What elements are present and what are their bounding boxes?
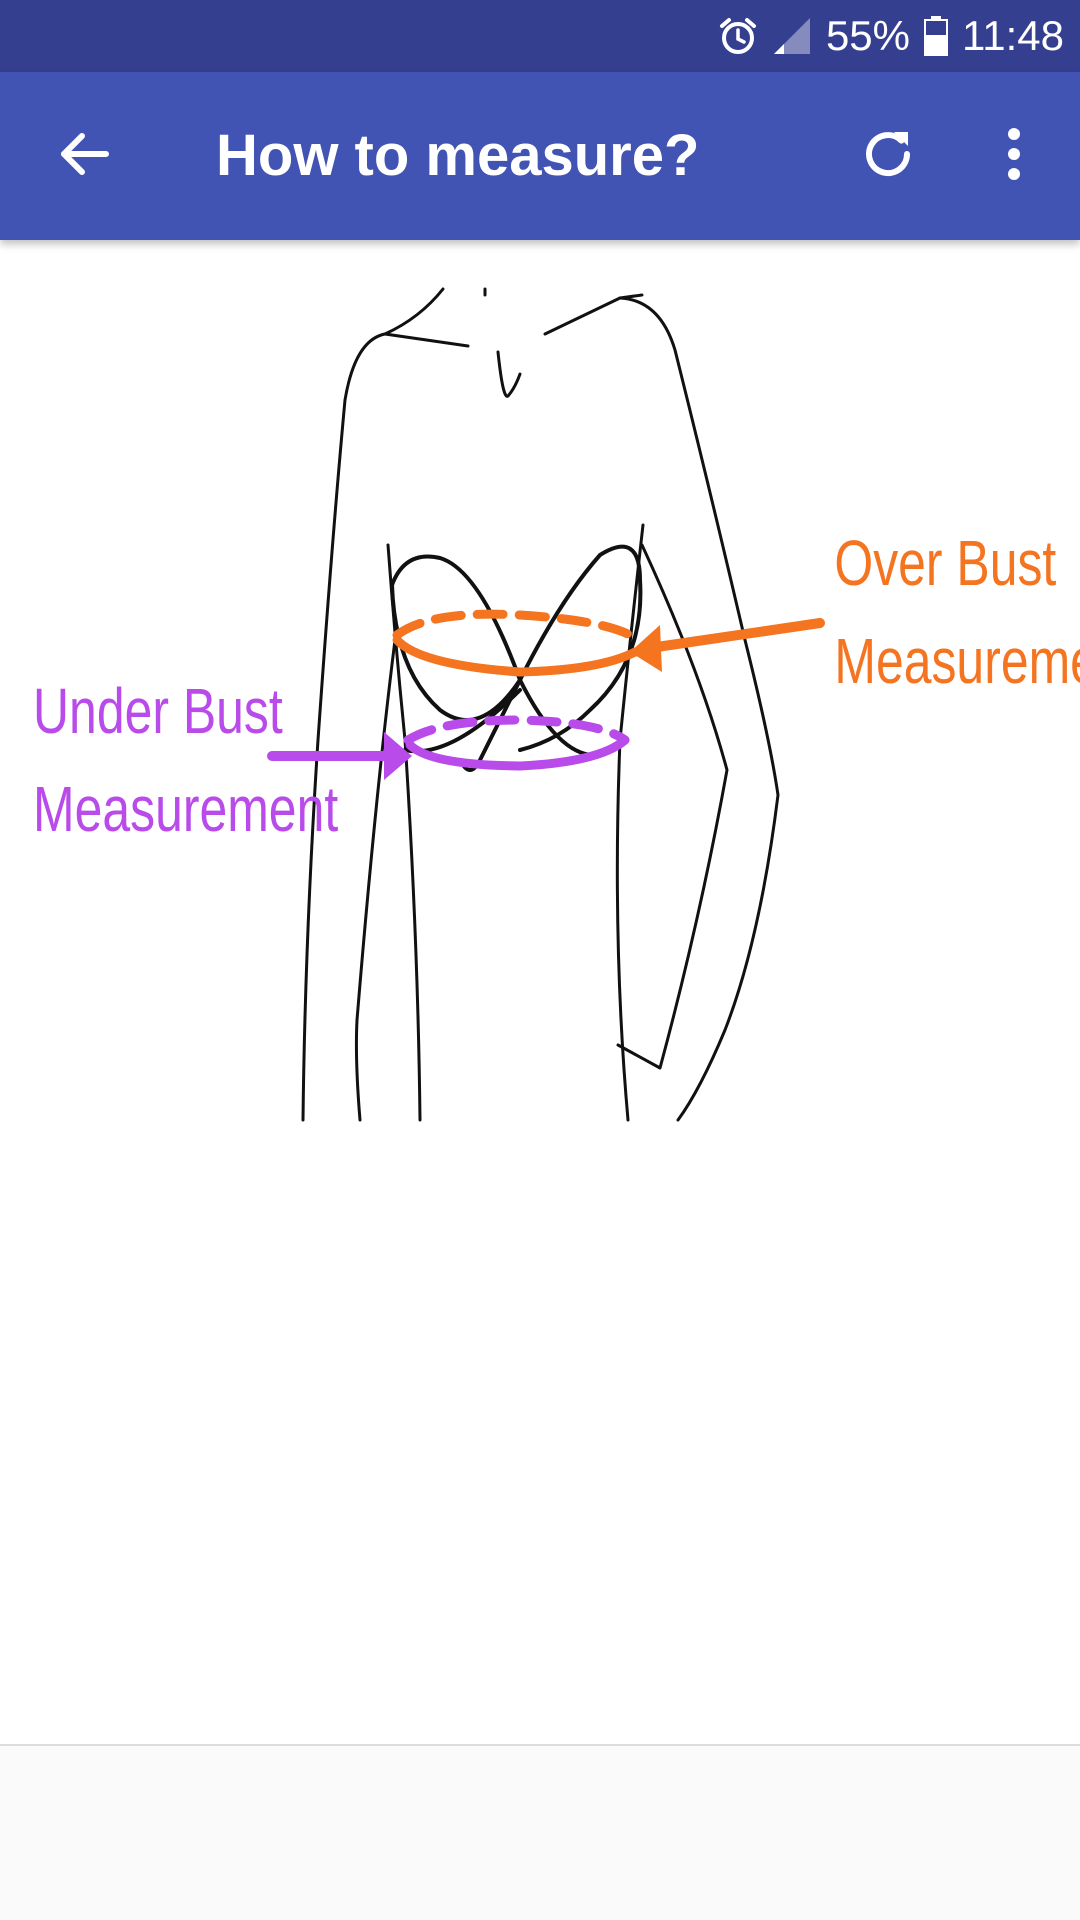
under-bust-label-line1: Under Bust [33,675,283,747]
page-title: How to measure? [216,123,700,188]
battery-icon [924,16,948,56]
under-bust-label-line2: Measurement [33,773,339,845]
battery-level: 55% [825,12,910,59]
status-icons: 55% 11:48 [718,0,1064,72]
right-arm-inner [616,543,729,1070]
over-bust-dashed [392,609,635,640]
left-arm-outer [301,332,387,1122]
right-arm-outer [618,296,780,1122]
over-bust-arrow-head [630,625,662,672]
under-bust-label: Under Bust Measurement [33,662,339,858]
under-bust-arrow-head [384,732,412,780]
over-bust-label-line2: Measurement [834,625,1080,697]
under-bust-dashed [403,715,630,745]
refresh-button[interactable] [828,72,948,240]
back-arrow-icon [56,126,112,187]
more-options-button[interactable] [954,72,1074,240]
neck-notch [496,350,522,398]
refresh-icon [860,126,916,187]
alarm-icon [718,16,758,56]
right-torso [615,523,645,1122]
left-arm-inner [354,638,397,1122]
cups-top [390,544,643,752]
over-bust-arrow-line [645,618,825,653]
over-bust-label-line1: Over Bust [834,527,1057,599]
more-vert-icon [1004,126,1024,187]
collar-right [543,293,644,336]
bottom-panel [0,1744,1080,1920]
status-bar: 55% 11:48 [0,0,1080,72]
over-bust-label: Over Bust Measurement [834,514,1080,710]
app-bar: How to measure? [0,72,1080,240]
over-bust-solid [392,635,640,677]
content-area: Under Bust Measurement Over Bust Measure… [0,240,1080,1744]
signal-icon [772,16,812,56]
under-bust-solid [405,735,630,771]
measurement-illustration [267,287,825,1122]
clock-time: 11:48 [962,12,1064,59]
collar-left [383,287,470,348]
back-button[interactable] [24,72,144,240]
